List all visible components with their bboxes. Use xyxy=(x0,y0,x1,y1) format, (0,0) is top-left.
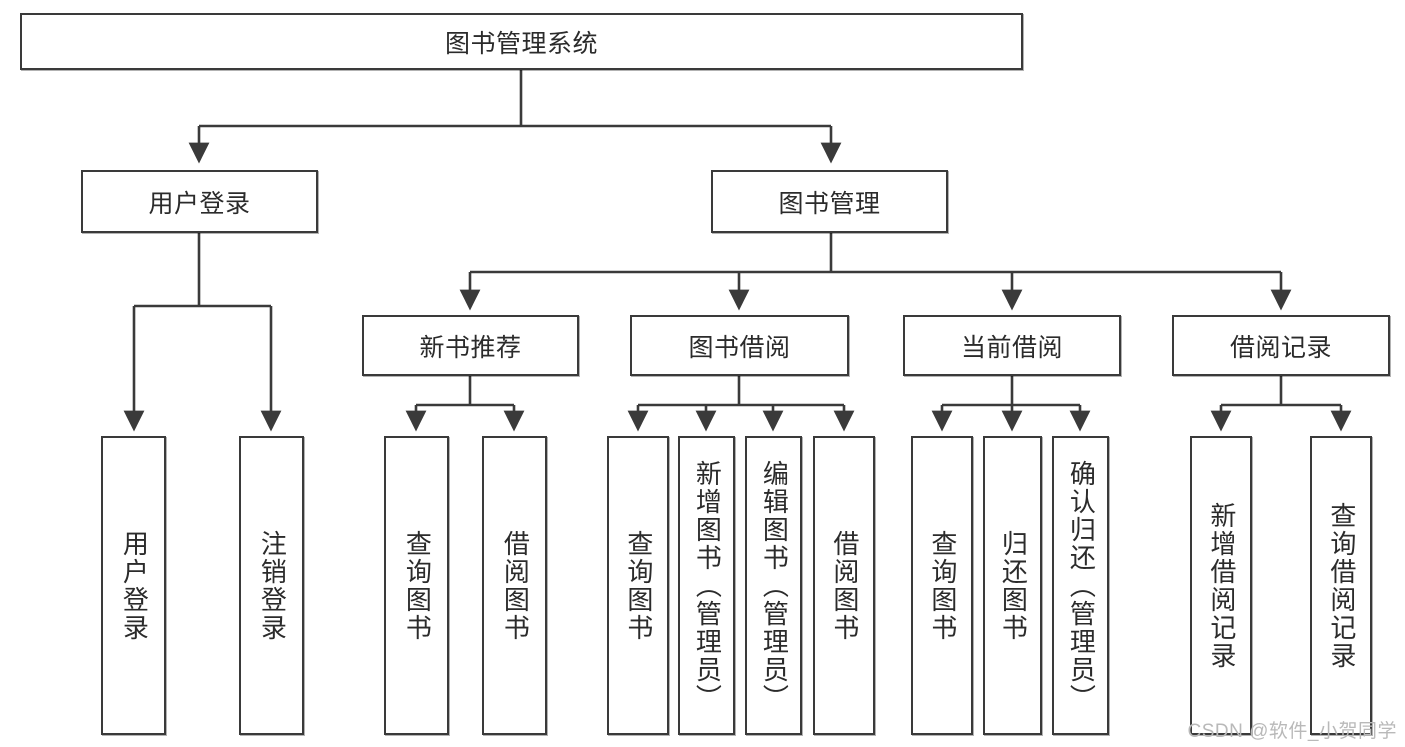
node-level3-book-borrow[interactable]: 图书借阅 xyxy=(630,315,849,376)
node-label: 新增借阅记录 xyxy=(1206,501,1237,670)
node-leaf-query-book-current[interactable]: 查询图书 xyxy=(911,436,973,735)
node-label: 借阅图书 xyxy=(500,529,531,642)
node-leaf-edit-book-admin[interactable]: 编辑图书（管理员） xyxy=(745,436,802,735)
node-label: 用户登录 xyxy=(119,529,150,642)
node-label: 新增图书（管理员） xyxy=(692,459,723,712)
node-leaf-logout[interactable]: 注销登录 xyxy=(239,436,304,735)
node-label: 确认归还（管理员） xyxy=(1066,459,1097,712)
watermark: CSDN @软件_小贺同学 xyxy=(1187,721,1397,742)
node-level2-book-management[interactable]: 图书管理 xyxy=(711,170,948,233)
node-label: 查询图书 xyxy=(402,529,433,642)
node-leaf-query-borrow-record[interactable]: 查询借阅记录 xyxy=(1310,436,1372,735)
node-label: 查询图书 xyxy=(927,529,958,642)
node-label: 注销登录 xyxy=(257,529,288,642)
node-label: 用户登录 xyxy=(148,189,251,218)
node-label: 归还图书 xyxy=(998,529,1029,642)
node-level3-new-book-recommend[interactable]: 新书推荐 xyxy=(362,315,579,376)
node-level2-user-login[interactable]: 用户登录 xyxy=(81,170,318,233)
node-label: 查询图书 xyxy=(623,529,654,642)
node-label: 图书借阅 xyxy=(688,333,791,362)
node-leaf-borrow-book-new[interactable]: 借阅图书 xyxy=(482,436,547,735)
node-level3-borrow-record[interactable]: 借阅记录 xyxy=(1172,315,1390,376)
node-leaf-query-book-borrow[interactable]: 查询图书 xyxy=(607,436,669,735)
node-root-label: 图书管理系统 xyxy=(444,29,598,58)
node-leaf-query-book-new[interactable]: 查询图书 xyxy=(384,436,449,735)
node-leaf-user-login[interactable]: 用户登录 xyxy=(101,436,166,735)
node-leaf-add-book-admin[interactable]: 新增图书（管理员） xyxy=(678,436,735,735)
node-root[interactable]: 图书管理系统 xyxy=(20,13,1023,70)
node-label: 图书管理 xyxy=(778,189,881,218)
node-label: 新书推荐 xyxy=(419,333,522,362)
node-label: 借阅记录 xyxy=(1229,333,1332,362)
node-label: 查询借阅记录 xyxy=(1326,501,1357,670)
node-leaf-borrow-book[interactable]: 借阅图书 xyxy=(813,436,875,735)
node-label: 编辑图书（管理员） xyxy=(759,459,790,712)
node-leaf-return-book[interactable]: 归还图书 xyxy=(983,436,1042,735)
node-level3-current-borrow[interactable]: 当前借阅 xyxy=(903,315,1121,376)
node-label: 当前借阅 xyxy=(960,333,1063,362)
node-leaf-add-borrow-record[interactable]: 新增借阅记录 xyxy=(1190,436,1252,735)
node-leaf-confirm-return-admin[interactable]: 确认归还（管理员） xyxy=(1052,436,1109,735)
node-label: 借阅图书 xyxy=(829,529,860,642)
